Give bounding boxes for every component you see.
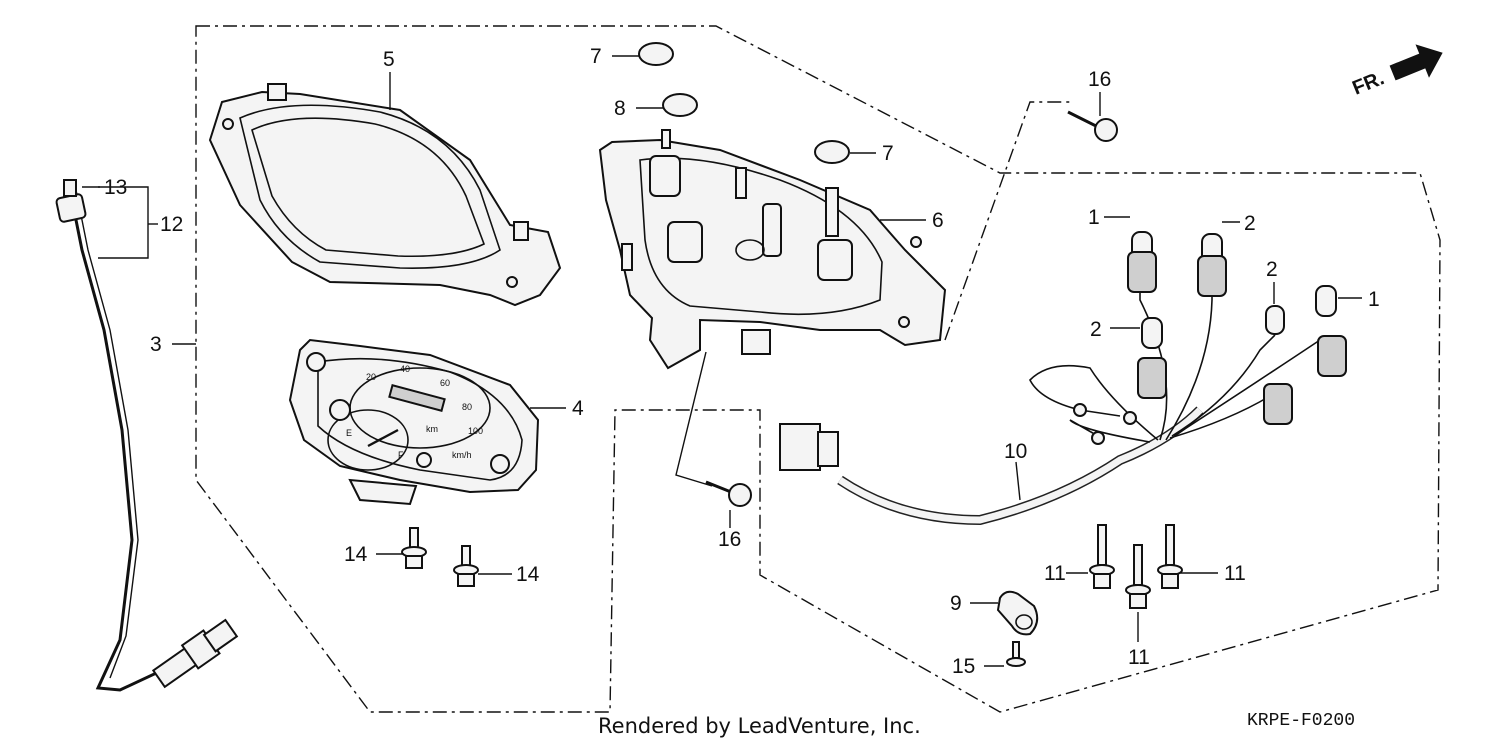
cap-7-right[interactable]: [814, 140, 850, 164]
callout-1-right: 1: [1368, 288, 1380, 311]
leader-10: [1015, 461, 1021, 501]
speedometer-assembly[interactable]: [288, 338, 540, 506]
callout-16-bottom: 16: [718, 528, 741, 551]
callout-11-left: 11: [1044, 562, 1066, 585]
callout-9: 9: [950, 592, 962, 615]
callout-11-right: 11: [1224, 562, 1246, 585]
callout-13: 13: [104, 176, 127, 199]
wire-harness[interactable]: [779, 231, 1347, 526]
callout-3: 3: [150, 333, 162, 356]
screw-14-right[interactable]: [453, 545, 479, 587]
front-label: FR.: [1349, 67, 1387, 99]
rendered-by-credit: Rendered by LeadVenture, Inc.: [598, 714, 921, 738]
assembly-outline-inner: [944, 101, 1070, 341]
callout-5: 5: [383, 48, 395, 71]
cap-8[interactable]: [662, 93, 698, 117]
leader-16-bottom: [675, 351, 713, 487]
callout-14-right: 14: [516, 563, 540, 586]
screw-14-left[interactable]: [401, 527, 427, 569]
callout-1-left: 1: [1088, 206, 1100, 229]
screw-11-left[interactable]: [1089, 524, 1115, 589]
front-arrow-icon: [1389, 44, 1443, 81]
meter-lower-case[interactable]: [598, 129, 947, 370]
gauge-unit-km: km: [426, 424, 438, 434]
callout-2-top: 2: [1244, 212, 1256, 235]
screw-11-right[interactable]: [1157, 524, 1183, 589]
screw-16-bottom[interactable]: [705, 480, 752, 507]
speedometer-cable[interactable]: [55, 179, 239, 692]
callout-10: 10: [1004, 440, 1027, 463]
callout-16-top: 16: [1088, 68, 1111, 91]
diagram-code: KRPE-F0200: [1247, 711, 1356, 731]
meter-case-cover[interactable]: [208, 83, 562, 307]
callout-2-left: 2: [1090, 318, 1102, 341]
callout-8: 8: [614, 97, 626, 120]
gauge-fuel-full: F: [398, 450, 404, 460]
wire-clamp[interactable]: [996, 590, 1039, 636]
callout-12: 12: [160, 213, 183, 236]
gauge-tick-60: 60: [440, 378, 450, 388]
screw-15[interactable]: [1006, 641, 1026, 667]
screw-16-top[interactable]: [1067, 110, 1118, 142]
gauge-fuel-empty: E: [346, 428, 352, 438]
callout-2-mid: 2: [1266, 258, 1278, 281]
screw-11-center[interactable]: [1125, 544, 1151, 609]
callout-7-right: 7: [882, 142, 894, 165]
gauge-tick-80: 80: [462, 402, 472, 412]
callout-7-top: 7: [590, 45, 602, 68]
callout-11-center: 11: [1128, 646, 1150, 669]
cap-7-top[interactable]: [638, 42, 674, 66]
assembly-outline-meter: [195, 25, 1441, 713]
gauge-tick-100: 100: [468, 426, 483, 436]
callout-4: 4: [572, 397, 584, 420]
leader-12-bracket: [98, 186, 149, 259]
callout-14-left: 14: [344, 543, 368, 566]
callout-15: 15: [952, 655, 975, 678]
gauge-tick-20: 20: [366, 372, 376, 382]
gauge-unit-kmh: km/h: [452, 450, 472, 460]
gauge-tick-40: 40: [400, 364, 410, 374]
callout-6: 6: [932, 209, 944, 232]
